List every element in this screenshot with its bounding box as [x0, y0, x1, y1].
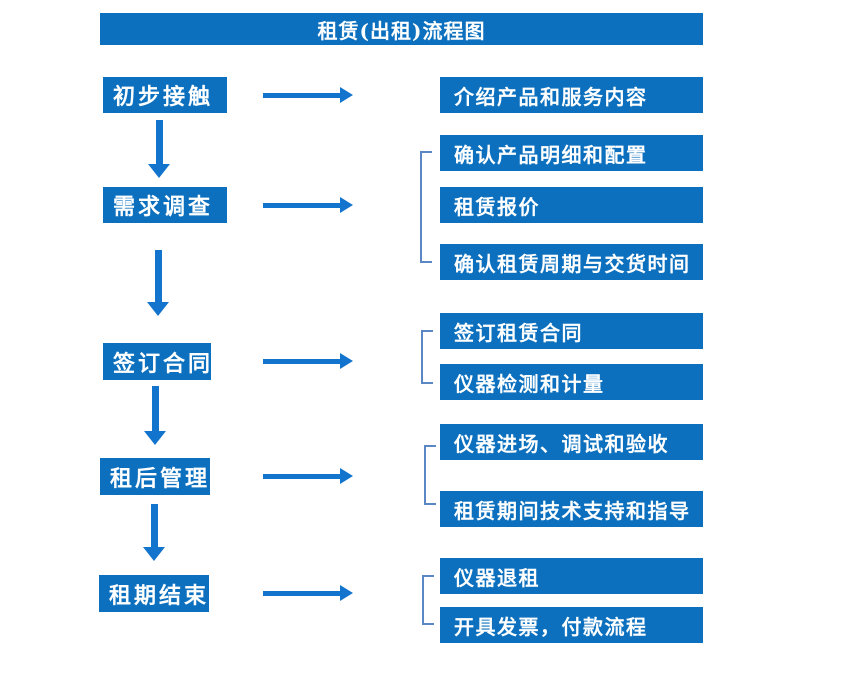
group-bracket-demand-survey: [420, 151, 432, 263]
arrow-head: [340, 197, 353, 213]
stage-box-sign-contract: 签订合同: [103, 343, 211, 380]
detail-box-introduce-products: 介绍产品和服务内容: [440, 77, 703, 113]
arrow-shaft: [263, 92, 341, 98]
arrow-shaft: [263, 202, 341, 208]
arrow-shaft: [263, 590, 341, 596]
arrow-shaft: [263, 473, 341, 479]
stage-box-demand-survey: 需求调查: [103, 187, 227, 223]
arrow-down-icon: [144, 386, 166, 445]
group-bracket-sign-contract: [421, 330, 433, 384]
arrow-head: [148, 164, 170, 178]
detail-box-instrument-setup-acceptance: 仪器进场、调试和验收: [440, 424, 703, 460]
diagram-title: 租赁(出租)流程图: [100, 13, 703, 45]
arrow-right-icon: [263, 468, 353, 484]
arrow-shaft: [263, 358, 341, 364]
detail-box-invoice-payment: 开具发票，付款流程: [440, 607, 703, 643]
detail-box-technical-support: 租赁期间技术支持和指导: [440, 491, 703, 527]
arrow-head: [340, 585, 353, 601]
stage-box-post-rental-management: 租后管理: [100, 458, 210, 495]
arrow-head: [147, 302, 169, 316]
arrow-shaft: [150, 504, 158, 547]
arrow-head: [144, 431, 166, 445]
arrow-down-icon: [147, 250, 169, 316]
arrow-head: [340, 468, 353, 484]
arrow-right-icon: [263, 197, 353, 213]
arrow-shaft: [155, 120, 163, 164]
arrow-down-icon: [143, 504, 165, 561]
detail-box-instrument-testing: 仪器检测和计量: [440, 364, 703, 400]
arrow-head: [143, 547, 165, 561]
stage-box-rental-end: 租期结束: [99, 575, 209, 612]
arrow-right-icon: [263, 585, 353, 601]
arrow-shaft: [151, 386, 159, 431]
arrow-head: [340, 353, 353, 369]
arrow-head: [340, 87, 353, 103]
group-bracket-post-rental: [424, 445, 436, 505]
arrow-right-icon: [263, 87, 353, 103]
detail-box-confirm-product-config: 确认产品明细和配置: [440, 135, 703, 171]
arrow-down-icon: [148, 120, 170, 178]
stage-box-initial-contact: 初步接触: [103, 77, 227, 113]
group-bracket-rental-end: [422, 575, 434, 625]
detail-box-confirm-period-delivery: 确认租赁周期与交货时间: [440, 244, 703, 280]
arrow-shaft: [154, 250, 162, 302]
detail-box-sign-rental-contract: 签订租赁合同: [440, 313, 703, 349]
detail-box-instrument-return: 仪器退租: [440, 558, 703, 594]
detail-box-rental-quotation: 租赁报价: [440, 187, 703, 223]
arrow-right-icon: [263, 353, 353, 369]
